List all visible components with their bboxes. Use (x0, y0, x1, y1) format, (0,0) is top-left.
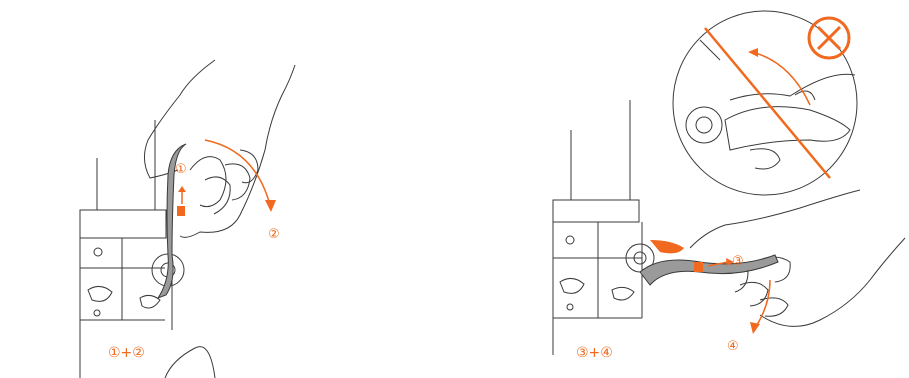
release-tab-left (177, 206, 185, 216)
step-4-label: ④ (727, 340, 739, 353)
collar (80, 210, 166, 238)
step-3-label: ③ (732, 255, 744, 268)
left-caption: ①+② (108, 346, 145, 360)
latch-lever-right (640, 255, 778, 285)
cross-in-circle-icon (809, 18, 849, 58)
right-caption: ③+④ (576, 346, 613, 360)
step-2-label: ② (268, 228, 280, 241)
arrow-step-2 (205, 140, 270, 205)
wrong-slash (705, 28, 830, 178)
step-1-label: ① (175, 163, 187, 176)
release-tab-right (650, 240, 684, 253)
